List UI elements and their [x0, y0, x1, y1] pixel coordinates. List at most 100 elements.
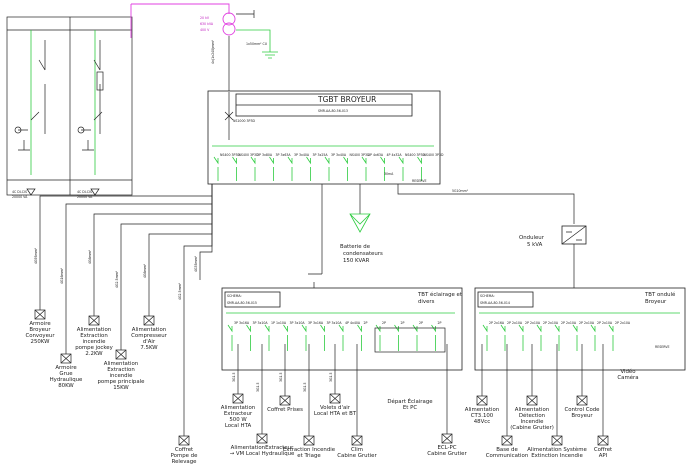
tgbt-feeder-label: 3P 3x25A	[313, 153, 329, 157]
tgbt-earth-note: 30mA	[384, 172, 394, 176]
ond-feeder-label: 2P 2x10A	[597, 321, 613, 325]
ond-feeder-label: 2P 2x16A	[489, 321, 505, 325]
tbt-ond-schema: SMR-AA-80-56-014	[480, 301, 510, 305]
cable-tag: 4G6mm²	[88, 249, 92, 264]
tgbt-reserve: RESERVE	[412, 179, 427, 183]
switch-icon	[14, 111, 103, 151]
breaker-icon	[500, 324, 506, 351]
load-terminal-icon	[143, 315, 155, 326]
extra-labels	[237, 344, 604, 436]
tbt-ond-reserve: RESERVE	[655, 345, 670, 349]
mv-cell-right-tag: 4C DI-CIS	[77, 190, 92, 194]
ecl-feeder-label: 3P 3x10A	[253, 321, 269, 325]
cable-tag: 4G95mm²	[34, 247, 38, 264]
breaker-icon	[572, 324, 578, 351]
breaker-icon	[338, 324, 344, 351]
breaker-icon	[518, 324, 524, 351]
breaker-icon	[482, 324, 488, 351]
cable-tag: 3G1.5	[303, 382, 307, 392]
tgbt-broyeur: TGBT BROYEUR SMR-AA-80-56-013 NS1000 3P3…	[207, 90, 444, 185]
tbt-eclairage: SCHEMA: SMR-AA-80-56-015 TBT éclairage e…	[221, 287, 463, 371]
ecl-feeder-label: 1P 1x10A	[271, 321, 287, 325]
ecl-feeder-label: 3P 3x10A	[290, 321, 306, 325]
onduleur-cable: 5G10mm²	[452, 189, 469, 193]
main-breaker: NS1000 3P3D	[233, 119, 256, 123]
ecl-feeder-label: 4P 4x40A	[345, 321, 361, 325]
tgbt-schema: SMR-AA-80-56-013	[318, 109, 348, 113]
breaker-icon	[361, 156, 367, 181]
breaker-icon	[227, 324, 233, 351]
cable-tag: 4G16mm²	[60, 267, 64, 284]
lv-cable-label: 4x(1x240)mm²	[211, 39, 215, 64]
transformer-secondary: 400 V	[200, 28, 210, 32]
ecl-feeder-label: 2P	[401, 321, 405, 325]
mv-cell-left-tag: 4C DI-CIS	[12, 190, 27, 194]
mv-cell-left-sub: 20000 VA	[12, 195, 28, 199]
mv-cable	[130, 3, 230, 38]
breaker-icon	[554, 324, 560, 351]
breaker-icon	[250, 156, 256, 181]
breaker-icon	[590, 324, 596, 351]
tgbt-feeder-label: NS400 3P3D	[424, 153, 444, 157]
capacitor-label-3: 150 KVAR	[343, 258, 370, 264]
onduleur-label-1: Onduleur	[519, 235, 545, 241]
onduleur-label-2: 5 kVA	[527, 242, 543, 248]
ecl-feeder-label: 2P	[419, 321, 423, 325]
breaker-icon	[357, 324, 362, 351]
breaker-icon	[380, 156, 385, 181]
breaker-icon	[324, 156, 330, 181]
load-terminal-icon	[34, 309, 46, 320]
load-label-alim-extracteur-hydr: AlimentationExtracteur→ VM Local Hydraul…	[230, 445, 295, 457]
tbt-ondule: SCHEMA: SMR-AA-80-56-014 TBT ondulé Broy…	[474, 287, 686, 371]
fuse-icon	[96, 71, 104, 91]
cable-tag: 3G1.5	[232, 372, 236, 382]
ecl-feeder-label: 3P 3x16A	[234, 321, 250, 325]
breaker-icon	[232, 156, 237, 181]
load-terminal-icon	[60, 353, 72, 364]
main-breaker-icon	[224, 92, 234, 140]
tgbt-feeder-label: 3P 3x63A	[276, 153, 292, 157]
breaker-icon	[343, 156, 348, 181]
tgbt-feeder-label: 4P 4x63A	[368, 153, 384, 157]
breaker-icon	[536, 324, 542, 351]
tgbt-feeder-label: NS400 3P3D	[239, 153, 259, 157]
earth-cable: 1x50mm² CU	[246, 42, 268, 46]
cable-tag: 3G1.5	[279, 372, 283, 382]
breaker-icon	[301, 324, 307, 351]
ond-feeder-label: 2P 2x10A	[507, 321, 523, 325]
mv-cell-right-sub: 20000 VA	[77, 195, 93, 199]
load-terminal-icon	[115, 349, 127, 360]
breaker-icon	[398, 156, 404, 181]
breaker-icon	[320, 324, 325, 351]
cable-tag: 4G6mm²	[143, 263, 147, 278]
tgbt-title: TGBT BROYEUR	[317, 95, 376, 104]
breaker-icon	[269, 156, 274, 181]
cable-tag: 4G35mm²	[194, 255, 198, 272]
breaker-icon	[283, 324, 288, 351]
breaker-icon	[417, 156, 422, 181]
cable-tag: 4G2.5mm²	[178, 282, 182, 300]
ond-feeder-label: 2P 2x10A	[561, 321, 577, 325]
cable-tag: 3G1.5	[329, 372, 333, 382]
earth-icon	[236, 29, 278, 59]
onduleur: 5G10mm² Onduleur 5 kVA	[397, 184, 587, 288]
ecl-feeder-label: 2P	[364, 321, 368, 325]
tgbt-feeder-label: 3P 3x40A	[294, 153, 310, 157]
